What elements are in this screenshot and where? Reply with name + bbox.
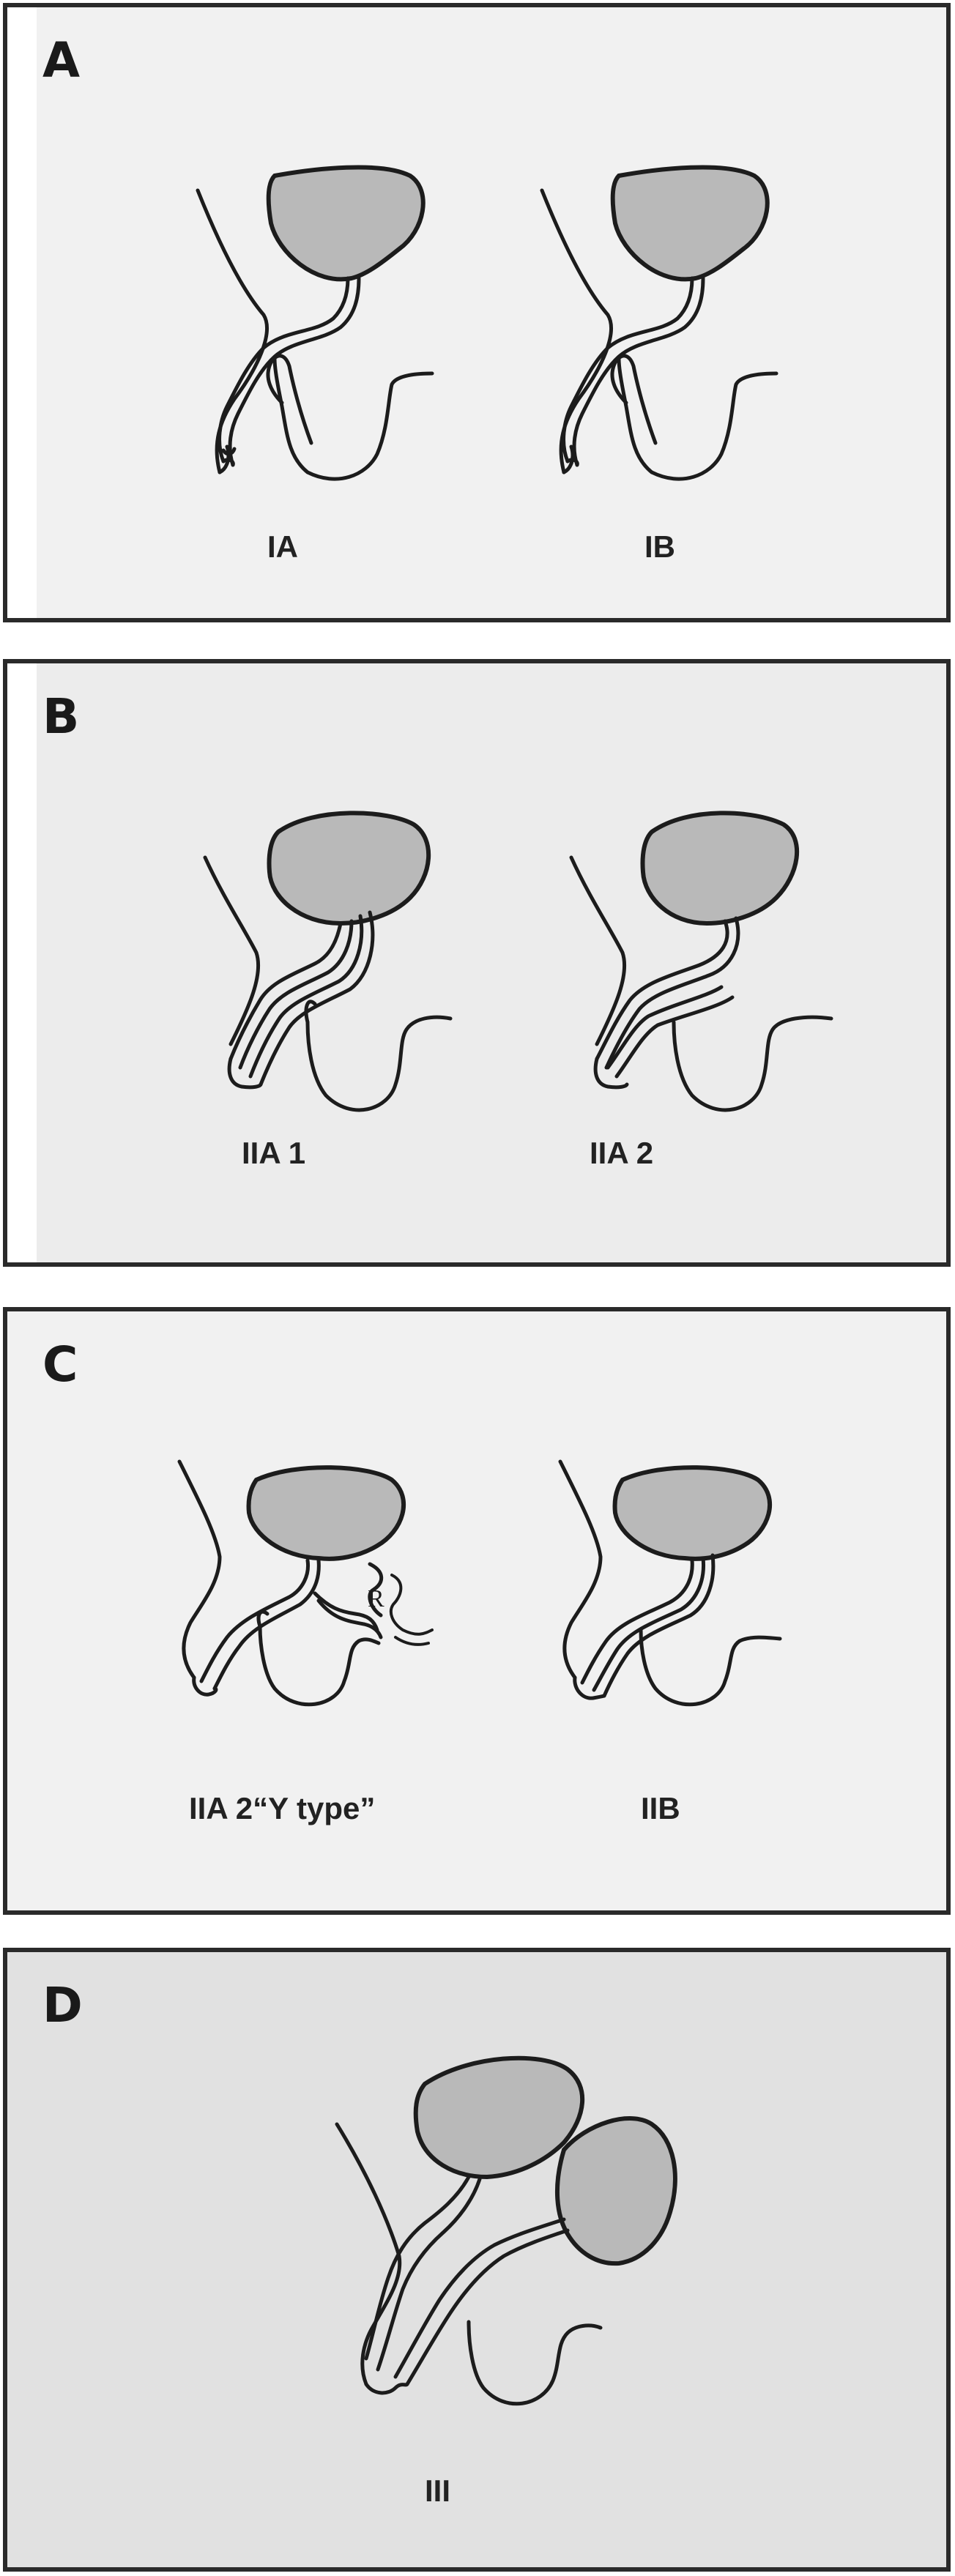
subtype-label-ia: IA (267, 529, 298, 564)
diagram-iia-2-y-type: R (177, 1459, 434, 1707)
diagram-iia-1 (203, 811, 453, 1112)
panel-letter: A (42, 32, 81, 89)
diagram-ia (196, 165, 434, 481)
subtype-label-iia-1: IIA 1 (242, 1136, 306, 1170)
panel-d: D III (3, 1948, 951, 2572)
diagram-iib (558, 1459, 782, 1707)
diagram-iia-2 (569, 811, 833, 1112)
panel-letter: B (42, 688, 80, 745)
subtype-label-iia-2: IIA 2 (590, 1136, 654, 1170)
panel-letter: C (42, 1336, 78, 1393)
annotation-r: R (368, 1585, 384, 1612)
panel-background (7, 663, 946, 1262)
panel-background (7, 7, 946, 618)
panel-a: A IA IB (3, 3, 951, 622)
panel-background (7, 1952, 946, 2567)
panel-background (7, 1311, 946, 1910)
subtype-label-ib: IB (644, 529, 675, 564)
diagram-ib (540, 165, 779, 481)
diagram-iii (335, 2055, 677, 2406)
panel-edge-strip (7, 7, 37, 618)
panel-b: B IIA 1 IIA 2 (3, 659, 951, 1267)
subtype-label-iib: IIB (641, 1791, 680, 1825)
panel-letter: D (42, 1977, 83, 2033)
subtype-label-iia-2-y-type: IIA 2“Y type” (189, 1791, 376, 1825)
panel-edge-strip (7, 663, 37, 1262)
subtype-label-iii: III (425, 2473, 451, 2508)
panel-c: C R IIA 2“Y type” IIB (3, 1307, 951, 1915)
